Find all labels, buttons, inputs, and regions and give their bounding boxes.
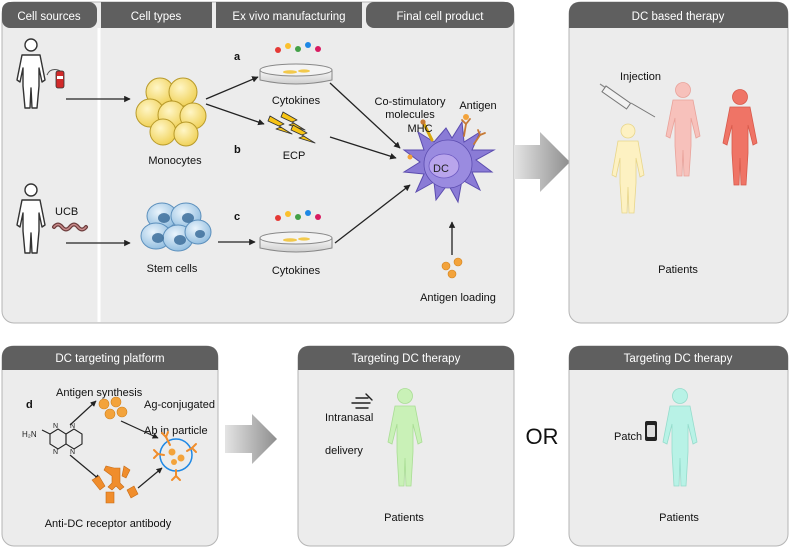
patch-patients-label: Patients <box>659 512 699 524</box>
molecule-n3: N <box>70 423 75 430</box>
header-ex-vivo <box>216 2 362 28</box>
airflow-icon <box>351 393 373 409</box>
intranasal-label: Intranasal <box>325 412 373 424</box>
antigen-synthesis-label: Antigen synthesis <box>56 387 143 399</box>
delivery-label: delivery <box>325 445 363 457</box>
ecp-label: ECP <box>283 150 306 162</box>
patch-icon <box>645 421 657 441</box>
monocytes-cluster <box>135 77 207 147</box>
antigen-particles-icon <box>98 396 128 420</box>
intranasal-patients-label: Patients <box>384 512 424 524</box>
dendritic-cell <box>402 114 496 204</box>
antigen-loading-dots <box>441 257 463 279</box>
ucb-label: UCB <box>55 206 78 218</box>
conjugated-particle-icon <box>153 431 197 481</box>
antigen-loading-label: Antigen loading <box>420 292 496 304</box>
cytokines-a-label: Cytokines <box>272 95 321 107</box>
arrow-ecp-dc <box>329 136 397 160</box>
arrow-molecule-antibody <box>69 454 101 481</box>
stem-cells-cluster <box>140 202 212 252</box>
header-final-product <box>366 2 514 28</box>
arrow-monocytes-ecp <box>205 103 265 126</box>
antibody-icon <box>91 465 139 504</box>
molecule-h2n: H₂N <box>22 430 37 439</box>
antigen-dot <box>463 114 469 120</box>
culture-dish-a <box>259 63 333 85</box>
dc-therapy-title: DC based therapy <box>632 11 725 23</box>
donor-figure-2 <box>16 183 46 254</box>
molecule-n1: N <box>53 423 58 430</box>
patient-figure-cyan <box>662 388 698 487</box>
header-cell-sources <box>2 2 97 28</box>
route-d-label: d <box>26 399 33 411</box>
patient-figure-green <box>387 388 423 487</box>
cytokines-c-label: Cytokines <box>272 265 321 277</box>
dc-label: DC <box>433 163 449 175</box>
ag-conjugated-label: Ag-conjugated <box>144 399 215 411</box>
patient-figure-pink <box>665 82 701 177</box>
antibody-label: Anti-DC receptor antibody <box>45 518 172 530</box>
arrow-monocytes-cytokines <box>205 76 259 100</box>
platform-title: DC targeting platform <box>55 353 164 365</box>
patch-title: Targeting DC therapy <box>624 353 733 365</box>
stem-cells-label: Stem cells <box>147 263 198 275</box>
antigen-label: Antigen <box>459 100 496 112</box>
arrow-cytokines-c-dc <box>334 184 411 244</box>
costim-label-line2: molecules <box>385 109 435 121</box>
header-cell-types <box>101 2 212 28</box>
molecule-n4: N <box>70 449 75 456</box>
arrow-cytokines-a-dc <box>329 82 401 149</box>
arrow-molecule-antigen <box>69 400 97 426</box>
patient-figure-red <box>722 89 758 186</box>
mhc-receptor-icon <box>422 122 434 142</box>
platform-panel: DC targeting platform <box>1 345 219 547</box>
blood-bag-icon <box>46 69 65 89</box>
cytokine-dots-a <box>275 42 321 53</box>
monocytes-label: Monocytes <box>148 155 202 167</box>
route-c-label: c <box>234 211 240 223</box>
flow-arrow-top <box>514 132 570 192</box>
ecp-lightning-icon <box>267 111 316 144</box>
mhc-label: MHC <box>407 123 432 135</box>
syringe-icon <box>599 83 656 118</box>
ab-in-particle-label: Ab in particle <box>144 425 208 437</box>
cytokine-dots-c <box>275 210 321 221</box>
culture-dish-c <box>259 231 333 253</box>
intranasal-title: Targeting DC therapy <box>352 353 461 365</box>
injection-label: Injection <box>620 71 661 83</box>
umbilical-cord-icon <box>52 222 88 232</box>
patient-figure-yellow <box>611 123 645 214</box>
header-label-cell-sources: Cell sources <box>17 11 81 23</box>
donor-figure-1 <box>16 38 46 109</box>
costim-receptor-icon <box>461 118 486 145</box>
costim-label-line1: Co-stimulatory <box>375 96 446 108</box>
header-label-ex-vivo: Ex vivo manufacturing <box>232 11 345 23</box>
molecule-structure-icon <box>41 428 83 450</box>
or-label: OR <box>526 424 559 449</box>
route-b-label: b <box>234 144 241 156</box>
arrow-antigen-particle <box>120 420 159 439</box>
route-a-label: a <box>234 51 241 63</box>
arrow-antibody-particle <box>137 467 163 489</box>
dc-therapy-patients-label: Patients <box>658 264 698 276</box>
molecule-n2: N <box>53 449 58 456</box>
header-label-cell-types: Cell types <box>131 11 182 23</box>
patch-label: Patch <box>614 431 642 443</box>
flow-arrow-bottom <box>225 414 277 464</box>
header-label-final-product: Final cell product <box>397 11 485 23</box>
